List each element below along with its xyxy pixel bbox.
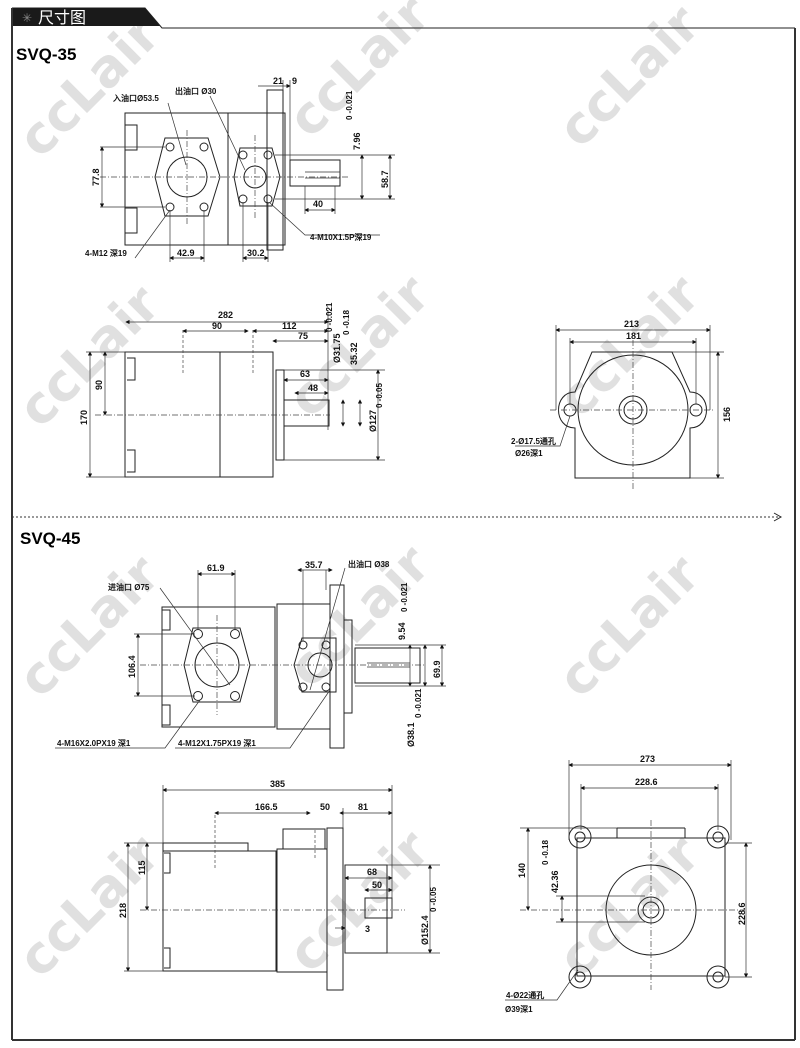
dim-166-5: 166.5 (255, 802, 278, 812)
dim-385: 385 (270, 779, 285, 789)
svq35-outlet-label: 出油口 Ø30 (175, 86, 217, 96)
header-title: 尺寸图 (38, 8, 86, 27)
dim-9: 9 (292, 76, 297, 86)
dim-35-32: 35.32 (349, 342, 359, 365)
dim-3: 3 (365, 924, 370, 934)
dim-42-9: 42.9 (177, 248, 195, 258)
dim-shaft-38-1: Ø38.1 (406, 722, 416, 747)
svg-text:ccLair: ccLair (277, 819, 442, 984)
tol-key: 0 -0.021 (345, 90, 354, 120)
svq45-side-view (124, 785, 440, 991)
svg-text:ccLair: ccLair (547, 544, 712, 709)
dim-218: 218 (118, 903, 128, 918)
dim-48: 48 (308, 383, 318, 393)
dim-pilot-152-4: Ø152.4 (420, 915, 430, 945)
dim-90-vertical: 90 (94, 380, 104, 390)
dim-106-4: 106.4 (127, 655, 137, 678)
dim-35-7: 35.7 (305, 560, 323, 570)
svq45-bolt-in-label: 4-M16X2.0PX19 深1 (57, 738, 131, 748)
svg-text:ccLair: ccLair (7, 4, 172, 169)
svg-text:ccLair: ccLair (277, 0, 442, 149)
dim-58-7: 58.7 (380, 170, 390, 188)
svg-text:ccLair: ccLair (277, 264, 442, 429)
svq45-end-view (505, 760, 752, 1001)
dim-68: 68 (367, 867, 377, 877)
tol-shaft-45: 0 -0.021 (414, 688, 423, 718)
tol-shaft: 0 -0.021 (325, 302, 334, 332)
dim-77-8: 77.8 (91, 168, 101, 186)
dim-50-shaft: 50 (372, 880, 382, 890)
tol-42-36: 0 -0.18 (541, 840, 550, 865)
dim-69-9: 69.9 (432, 660, 442, 678)
dim-shaft-31-75: Ø31.75 (332, 333, 342, 363)
dim-115: 115 (137, 860, 147, 875)
svq35-counterbore-label: Ø26深1 (515, 448, 543, 458)
dim-81: 81 (358, 802, 368, 812)
tol-pilot: 0 -0.05 (375, 383, 384, 408)
dim-75: 75 (298, 331, 308, 341)
dim-112: 112 (282, 321, 297, 331)
dim-61-9: 61.9 (207, 563, 225, 573)
dim-213: 213 (624, 319, 639, 329)
model-title-svq35: SVQ-35 (16, 45, 76, 64)
svq45-front-view (55, 567, 446, 749)
svg-text:ccLair: ccLair (7, 544, 172, 709)
svq45-outlet-label: 出油口 Ø38 (348, 559, 390, 569)
model-title-svq45: SVQ-45 (20, 529, 80, 548)
svq35-side-view (86, 310, 385, 478)
svg-text:ccLair: ccLair (7, 274, 172, 439)
svq35-holes-label: 2-Ø17.5通孔 (511, 436, 556, 446)
header-tab (12, 8, 160, 26)
dim-42-36: 42.36 (550, 870, 560, 893)
tol-pilot-45: 0 -0.05 (429, 887, 438, 912)
dim-273: 273 (640, 754, 655, 764)
svq45-holes-label: 4-Ø22通孔 (506, 990, 544, 1000)
dim-50: 50 (320, 802, 330, 812)
dim-170: 170 (79, 410, 89, 425)
dim-228-6-horizontal: 228.6 (635, 777, 658, 787)
dim-key-9-54: 9.54 (397, 622, 407, 640)
svq35-bolt-in-label: 4-M12 深19 (85, 248, 127, 258)
dim-228-6-vertical: 228.6 (737, 902, 747, 925)
tol-35-32: 0 -0.18 (342, 310, 351, 335)
header-bullet-icon: ✳ (22, 11, 32, 25)
svg-text:ccLair: ccLair (547, 824, 712, 989)
svq45-bolt-out-label: 4-M12X1.75PX19 深1 (178, 738, 256, 748)
svg-text:ccLair: ccLair (547, 0, 712, 159)
dim-90: 90 (212, 321, 222, 331)
dim-key-7-96: 7.96 (352, 132, 362, 150)
dim-30-2: 30.2 (247, 248, 265, 258)
dim-282: 282 (218, 310, 233, 320)
dim-40: 40 (313, 199, 323, 209)
dim-156: 156 (722, 407, 732, 422)
svq35-front-view (99, 80, 395, 262)
svq45-inlet-label: 进油口 Ø75 (108, 582, 150, 592)
svq35-bolt-out-label: 4-M10X1.5P深19 (310, 232, 372, 242)
svg-text:ccLair: ccLair (277, 534, 442, 699)
svq35-end-view (515, 325, 724, 490)
dim-21: 21 (273, 76, 283, 86)
frame (11, 7, 796, 1041)
dim-140: 140 (517, 863, 527, 878)
dim-181: 181 (626, 331, 641, 341)
tol-key-45: 0 -0.021 (400, 582, 409, 612)
svq35-inlet-label: 入油口Ø53.5 (112, 93, 159, 103)
svq45-counterbore-label: Ø39深1 (505, 1004, 533, 1014)
dim-pilot-127: Ø127 (368, 410, 378, 432)
dim-63: 63 (300, 369, 310, 379)
